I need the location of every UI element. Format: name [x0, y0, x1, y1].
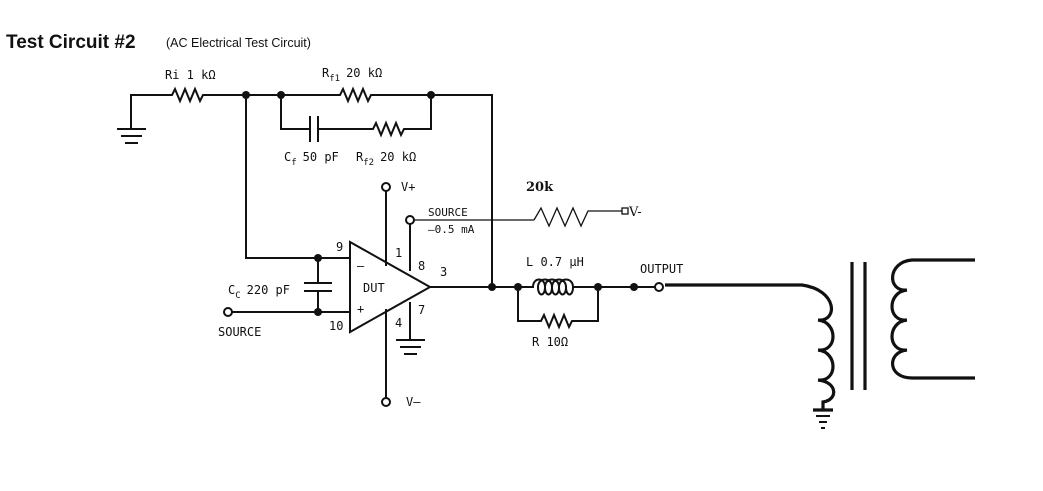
resistor-r10 [517, 286, 599, 330]
supply-v-minus [381, 309, 391, 407]
pin-label-4: 4 [395, 316, 402, 330]
resistor-rf1 [245, 86, 493, 104]
diagram-subtitle: (AC Electrical Test Circuit) [166, 36, 311, 50]
opamp-label: DUT [363, 281, 385, 295]
supply-v-plus [381, 182, 391, 266]
pin-label-8: 8 [418, 259, 425, 273]
pin-label-10: 10 [329, 319, 343, 333]
label-rf1-sub: f1 [329, 74, 340, 84]
junction-dot [277, 91, 285, 99]
capacitor-cf [280, 94, 319, 142]
label-cf-sub: f [291, 158, 296, 168]
ground-symbol-left [117, 94, 146, 144]
pin-label-9: 9 [336, 240, 343, 254]
label-cc: CC 220 pF [228, 283, 290, 301]
label-v-minus-right: V- [628, 205, 642, 220]
opamp-minus-sign: – [357, 259, 365, 273]
resistor-rf2 [317, 94, 432, 138]
label-r10: R 10Ω [532, 335, 568, 349]
label-rf2-value: 20 kΩ [380, 150, 416, 164]
label-rf2: Rf2 20 kΩ [356, 150, 416, 168]
label-inductor: L 0.7 μH [526, 255, 584, 269]
source-input-terminal [223, 307, 351, 317]
pin-label-3: 3 [440, 265, 447, 279]
output-terminal [597, 282, 664, 292]
label-20k: 20k [526, 180, 554, 195]
resistor-ri [130, 86, 247, 104]
label-rf1-base: R [322, 66, 330, 80]
label-cf: Cf 50 pF [284, 150, 339, 168]
junction-dot [242, 91, 250, 99]
transformer [665, 258, 975, 410]
ground-symbol-transformer [813, 408, 833, 429]
wire-inverting-input [245, 94, 351, 259]
label-v-plus: V+ [401, 180, 415, 194]
label-rf1: Rf1 20 kΩ [322, 66, 382, 84]
pin-label-7: 7 [418, 303, 425, 317]
ground-symbol-pin7 [396, 302, 425, 355]
label-cc-value: 220 pF [247, 283, 290, 297]
label-source-left: SOURCE [218, 325, 261, 339]
label-v-minus-bottom: V– [406, 395, 421, 409]
label-rf2-base: R [356, 150, 364, 164]
label-source-current: –0.5 mA [428, 223, 475, 236]
label-rf2-sub: f2 [363, 158, 374, 168]
label-cc-base: C [228, 283, 235, 297]
resistor-20k [533, 206, 629, 228]
label-output: OUTPUT [640, 262, 683, 276]
label-ri: Ri 1 kΩ [165, 68, 216, 82]
label-cf-base: C [284, 150, 291, 164]
source-current-terminal [405, 215, 534, 271]
opamp-dut [349, 240, 493, 334]
junction-dot [427, 91, 435, 99]
diagram-title: Test Circuit #2 [6, 32, 136, 53]
label-cf-value: 50 pF [303, 150, 339, 164]
label-cc-sub: C [235, 291, 240, 301]
opamp-plus-sign: + [357, 302, 364, 316]
label-source-top: SOURCE [428, 206, 468, 219]
capacitor-cc [304, 257, 332, 313]
label-rf1-value: 20 kΩ [346, 66, 382, 80]
pin-label-1: 1 [395, 246, 402, 260]
inductor-l [517, 278, 599, 296]
